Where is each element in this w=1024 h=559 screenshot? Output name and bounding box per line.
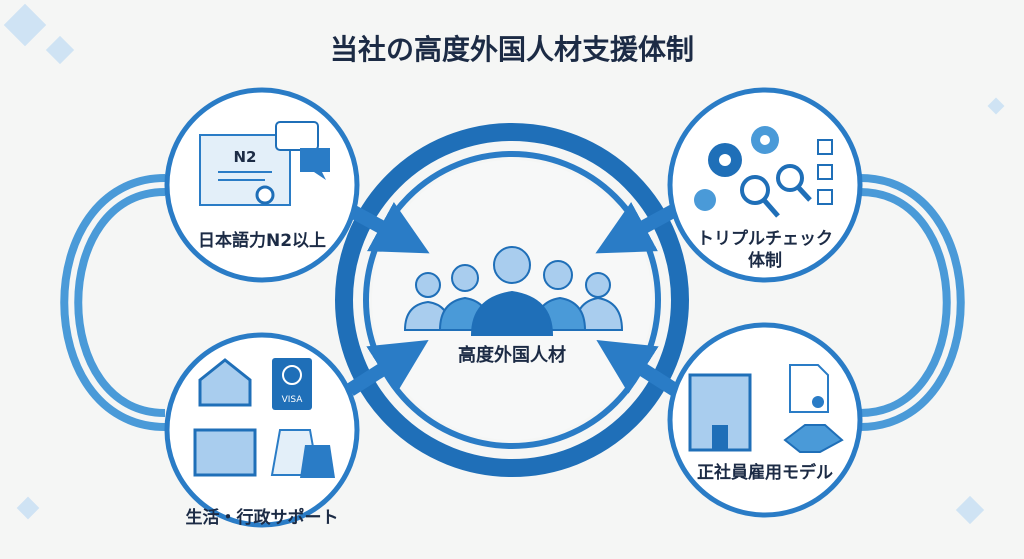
svg-text:VISA: VISA	[282, 395, 304, 405]
gears-check-icon	[694, 126, 833, 218]
node-language-label: 日本語力N2以上	[197, 231, 327, 251]
center-label: 高度外国人材	[458, 345, 566, 366]
svg-text:N2: N2	[234, 148, 257, 166]
house-passport-icon: VISA	[193, 358, 335, 478]
node-employment-label: 正社員雇用モデル	[697, 463, 833, 483]
page-title: 当社の高度外国人材支援体制	[329, 33, 695, 66]
arrow-top-left	[346, 202, 430, 254]
node-triple-check-line2: 体制	[748, 251, 782, 271]
center-ring	[335, 123, 689, 477]
side-loops	[60, 174, 965, 431]
certificate-icon: N2	[199, 121, 330, 206]
node-support-label: 生活・行政サポート	[185, 508, 339, 528]
arrow-top-right	[595, 202, 679, 254]
building-handshake-icon	[688, 364, 844, 453]
node-triple-check-label: トリプルチェック 体制	[697, 228, 833, 272]
node-triple-check-line1: トリプルチェック	[697, 229, 833, 249]
arrow-bottom-left	[346, 339, 429, 396]
arrow-bottom-right	[596, 339, 679, 396]
arrows	[346, 202, 679, 396]
people-group-icon	[403, 246, 624, 336]
